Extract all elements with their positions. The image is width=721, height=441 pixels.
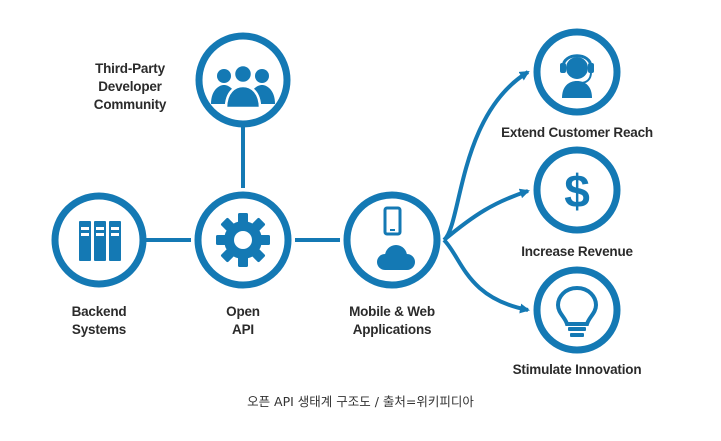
server-rack-icon [79,221,121,261]
backend-label: Backend Systems [71,304,127,337]
arrows [442,70,530,314]
revenue-label: Increase Revenue [521,244,633,259]
lightbulb-icon [555,285,599,337]
gear-icon [216,213,270,267]
connectors [146,125,340,242]
innovation-node [533,266,621,354]
phone-cloud-icon [377,206,415,270]
backend-node [51,192,147,288]
api-node [194,191,292,289]
dollar-icon: $ [564,165,590,217]
arrow-to-revenue [442,188,530,242]
arrow-to-reach [442,70,530,242]
arrow-to-innovation [442,238,530,314]
innovation-label: Stimulate Innovation [512,362,642,377]
headset-agent-icon [560,54,594,98]
apps-node [343,191,441,289]
api-label: Open API [226,304,260,337]
revenue-node: $ [533,146,621,234]
apps-label: Mobile & Web Applications [349,304,435,337]
developer-label: Third-Party Developer Community [93,61,167,112]
people-group-icon [211,63,275,110]
developer-node [195,32,291,128]
reach-node [533,28,621,116]
caption: 오픈 API 생태계 구조도 / 출처=위키피디아 [247,394,474,409]
reach-label: Extend Customer Reach [501,125,653,140]
